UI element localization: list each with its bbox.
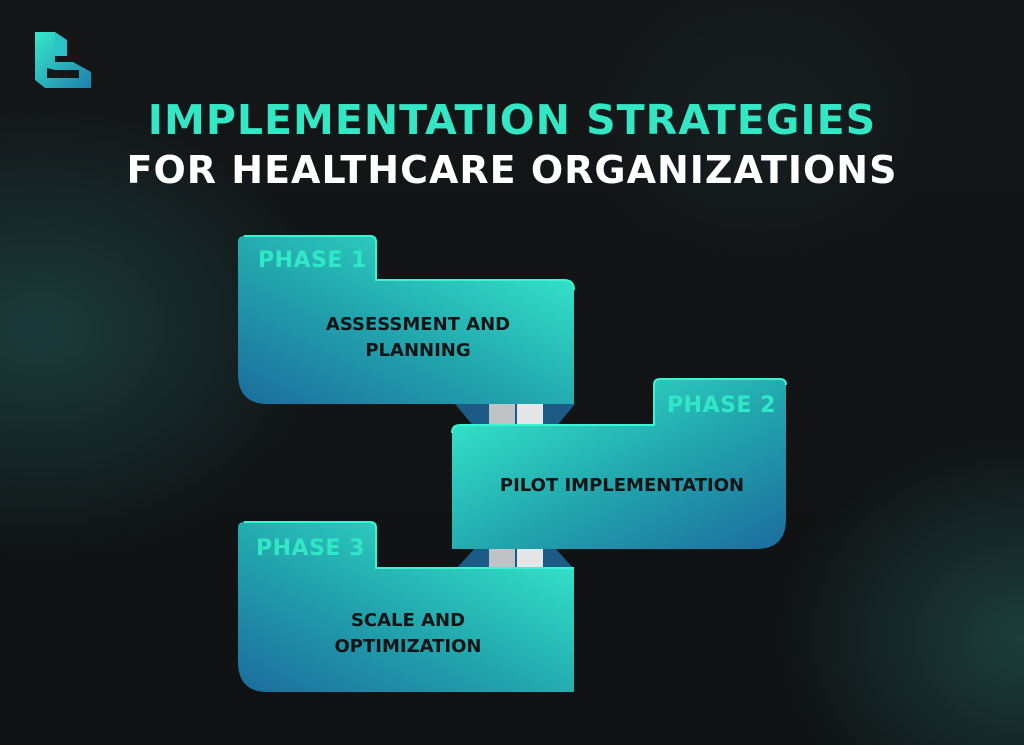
phase-2-card-shape (451, 378, 787, 549)
phase-3-card-shape (238, 521, 574, 692)
phase-2-card: PHASE 2 PILOT IMPLEMENTATION (451, 378, 787, 549)
page-subtitle: FOR HEALTHCARE ORGANIZATIONS (126, 148, 898, 192)
connector-2-3 (455, 548, 575, 570)
phase-1-card-shape (238, 235, 575, 404)
phase-1-title: ASSESSMENT AND PLANNING (325, 314, 511, 361)
brand-logo-icon (35, 32, 91, 88)
phase-3-card: PHASE 3 SCALE AND OPTIMIZATION (238, 521, 574, 692)
phase-1-label: PHASE 1 (258, 248, 367, 273)
phase-3-title: SCALE AND OPTIMIZATION (334, 610, 482, 657)
page-title: IMPLEMENTATION STRATEGIES (147, 96, 877, 144)
phase-3-label: PHASE 3 (256, 536, 365, 561)
phase-2-title: PILOT IMPLEMENTATION (499, 475, 745, 496)
phase-2-label: PHASE 2 (667, 393, 776, 418)
phase-1-card: PHASE 1 ASSESSMENT AND PLANNING (238, 235, 575, 406)
